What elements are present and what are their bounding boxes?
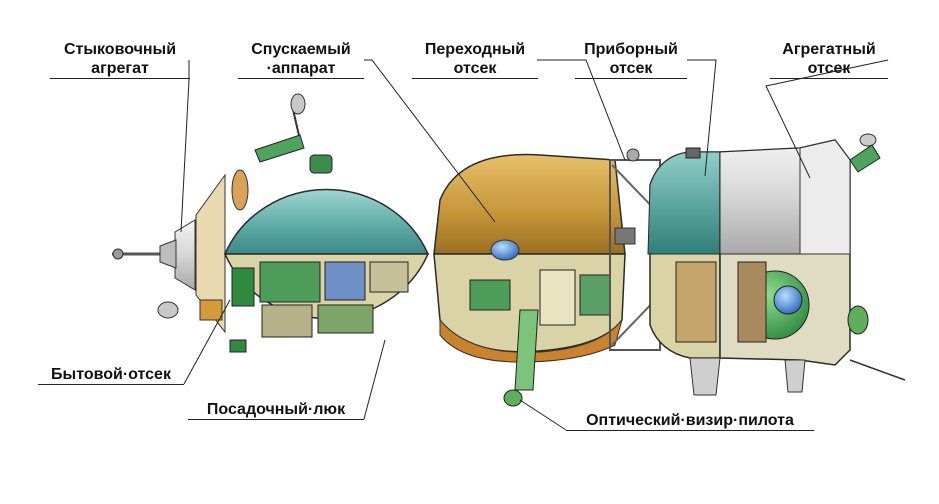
label-orbital-text: Бытовой·отсек [38,365,184,385]
label-instrument-line2: отсек [575,59,687,79]
label-instrument-compartment: Приборный отсек [575,40,687,79]
instrument-compartment [647,147,721,359]
docking-probe [112,219,196,291]
transfer-compartment [609,148,661,351]
label-docking-line1: Стыковочный [63,41,177,58]
leader-lines [180,59,889,431]
label-aggregate-compartment: Агрегатный отсек [770,40,888,79]
label-hatch-text: Посадочный·люк [188,400,364,420]
label-docking-line2: агрегат [50,59,190,79]
label-landing-hatch: Посадочный·люк [188,400,364,420]
label-instrument-line1: Приборный [584,41,678,58]
label-descent-module: Спускаемый ·аппарат [238,40,364,79]
label-docking-unit: Стыковочный агрегат [50,40,190,79]
label-transfer-line1: Переходный [424,41,526,58]
label-descent-line1: Спускаемый [251,41,351,58]
label-aggregate-line2: отсек [770,59,888,79]
descent-module [433,153,626,407]
label-transfer-compartment: Переходный отсек [412,40,538,79]
label-descent-line2: ·аппарат [238,59,364,79]
label-transfer-line2: отсек [412,59,538,79]
aggregate-compartment [689,133,906,396]
label-orbital-module: Бытовой·отсек [38,365,184,385]
orbital-module [157,93,430,353]
label-optical-sight: Оптический·визир·пилота [566,411,814,431]
label-aggregate-line1: Агрегатный [782,41,876,58]
label-optical-text: Оптический·визир·пилота [566,411,814,431]
